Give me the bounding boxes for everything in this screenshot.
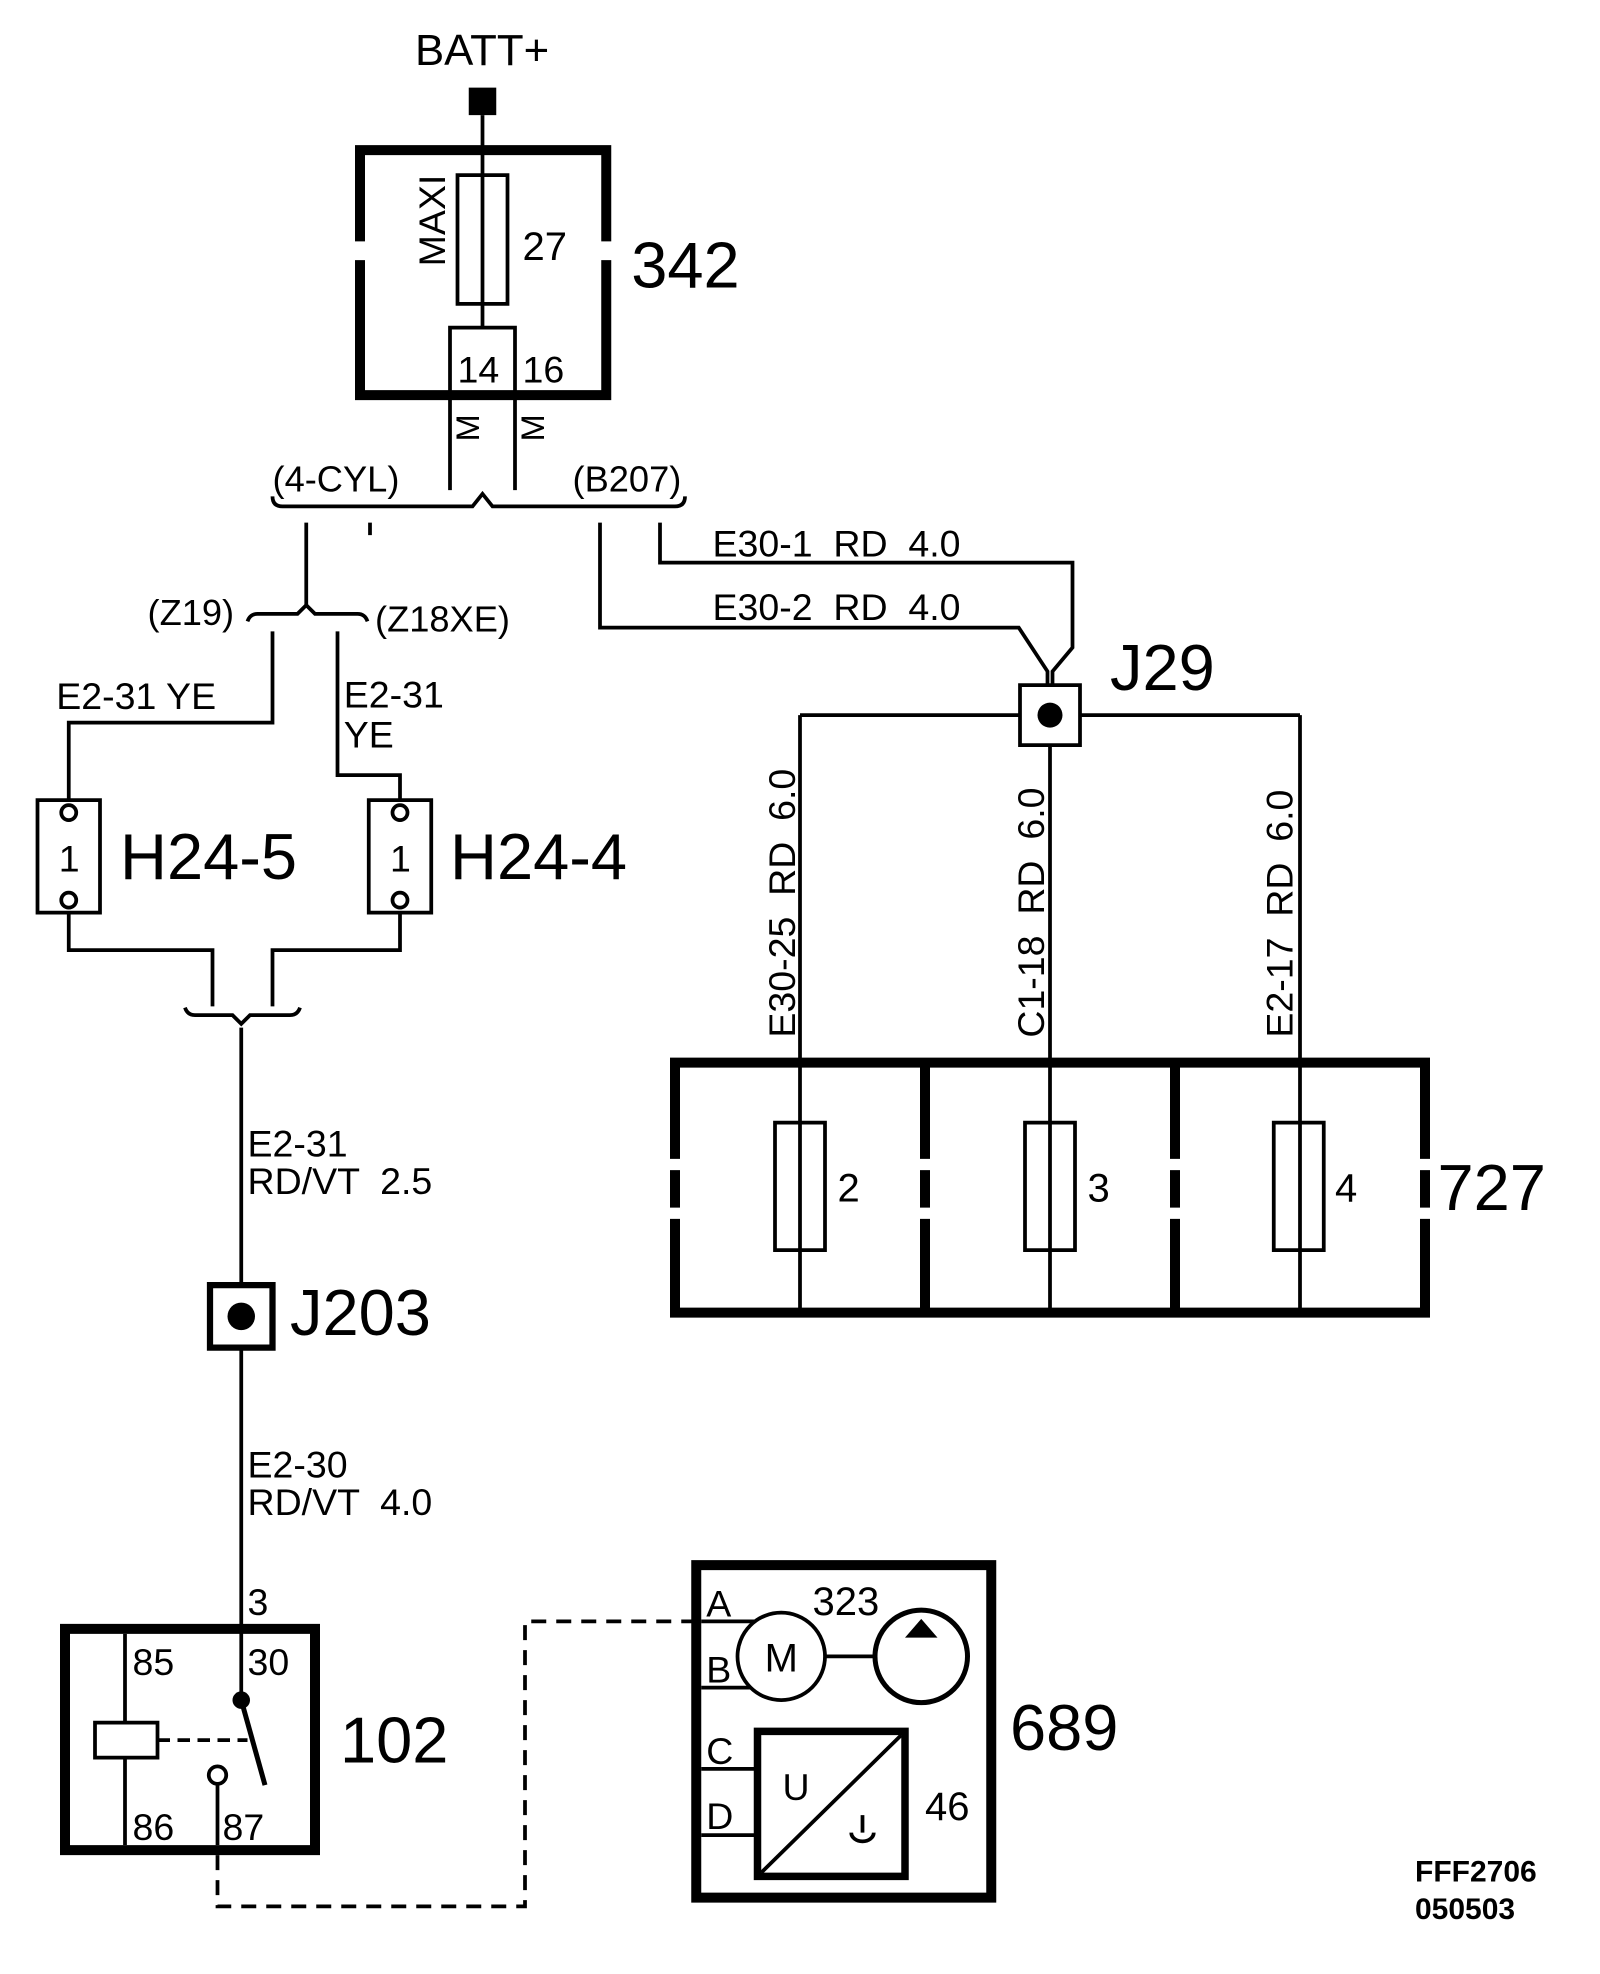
level-sensor-id: 46 bbox=[925, 1785, 970, 1829]
relay-contact-87 bbox=[206, 1764, 229, 1786]
variant-bracket-top-line bbox=[270, 490, 687, 509]
wire-e2-31-ye-right bbox=[335, 631, 402, 801]
relay-102: 85 30 86 87 102 bbox=[60, 1623, 448, 1856]
connector-h24-4-pin-label: 1 bbox=[390, 837, 411, 879]
main-feed: E2-31 RD/VT 2.5 J203 E2-30 RD/VT 4.0 3 bbox=[206, 1027, 433, 1701]
variant-4cyl-label: (4-CYL) bbox=[273, 458, 400, 499]
splice-j29: J29 E30-25 RD 6.0 C1-18 RD 6.0 E2-17 RD … bbox=[761, 631, 1302, 1063]
connector-h24-5-pin-top bbox=[59, 803, 79, 822]
motor-id: 323 bbox=[813, 1580, 880, 1624]
maxi-fuse-number: 27 bbox=[523, 225, 568, 269]
fuse-4-label: 4 bbox=[1335, 1166, 1357, 1210]
connectors-h24: E2-31 YE E2-31 YE 1 H24-5 1 H24-4 bbox=[35, 631, 627, 1027]
variant-bracket-top: (4-CYL) (B207) bbox=[270, 458, 687, 536]
variant-bracket-engine-line bbox=[245, 602, 370, 623]
fuse-3-label: 3 bbox=[1088, 1166, 1110, 1210]
variant-z18xe-label: (Z18XE) bbox=[375, 598, 510, 639]
splice-j29-label: J29 bbox=[1110, 631, 1215, 704]
fuse-box-342-connector bbox=[448, 325, 517, 491]
relay-102-id: 102 bbox=[340, 1704, 448, 1777]
relay-pin-87: 87 bbox=[223, 1806, 265, 1848]
wire-e30-1-label: E30-1 RD 4.0 bbox=[713, 522, 961, 564]
level-sensor-46 bbox=[753, 1727, 909, 1881]
splice-j29-dot bbox=[1037, 702, 1063, 728]
fuse-2 bbox=[773, 1120, 827, 1252]
connector-h24-4-pin-top bbox=[390, 803, 410, 822]
wire-e30-1 bbox=[658, 522, 1075, 686]
connector-h24-4-pin-bottom bbox=[390, 890, 410, 910]
fuse-block-727: 2 3 4 727 bbox=[670, 1057, 1546, 1318]
variant-b207-label: (B207) bbox=[573, 458, 682, 499]
level-float-icon bbox=[849, 1815, 876, 1844]
wire-e2-31-ye-right-label-2: YE bbox=[344, 714, 394, 756]
wire-e30-2-label: E30-2 RD 4.0 bbox=[713, 586, 961, 628]
fuse-3 bbox=[1023, 1120, 1077, 1252]
wire-e2-30-rdvt-label-2: RD/VT 4.0 bbox=[248, 1481, 433, 1523]
relay-input-pin-label: 3 bbox=[248, 1581, 269, 1623]
fuse-box-342-frame bbox=[355, 145, 612, 401]
wire-e2-31-ye-left-label: E2-31 YE bbox=[56, 675, 216, 717]
relay-pin-86: 86 bbox=[133, 1806, 175, 1848]
wire-e30-2 bbox=[598, 522, 1050, 686]
wire-e2-17-label: E2-17 RD 6.0 bbox=[1259, 790, 1301, 1038]
pin-14-label: 14 bbox=[458, 349, 500, 391]
wire-e2-31-rdvt-label-2: RD/VT 2.5 bbox=[248, 1160, 433, 1202]
level-sensor-diagonal bbox=[759, 1733, 903, 1874]
connector-h24-4-id: H24-4 bbox=[450, 820, 627, 893]
pump-unit-689-id: 689 bbox=[1010, 1691, 1118, 1764]
wire-e2-31-ye-right-label-1: E2-31 bbox=[344, 674, 444, 716]
connector-h24-5-pin-label: 1 bbox=[59, 837, 80, 879]
pump-triangle-icon bbox=[905, 1618, 938, 1638]
motor-symbol: M bbox=[765, 1636, 798, 1680]
wire-e30-25-label: E30-25 RD 6.0 bbox=[761, 769, 803, 1038]
variant-bracket-engine: (Z19) (Z18XE) bbox=[148, 522, 510, 639]
relay-102-frame bbox=[60, 1623, 320, 1856]
pump-pin-b: B bbox=[706, 1649, 731, 1691]
relay-coil bbox=[93, 1720, 160, 1760]
wire-e2-31-ye-left bbox=[66, 631, 275, 801]
pump-pin-c: C bbox=[706, 1730, 733, 1772]
wire-e2-30-rdvt-label-1: E2-30 bbox=[248, 1444, 348, 1486]
splice-j203-dot bbox=[227, 1302, 255, 1331]
maxi-fuse-27 bbox=[455, 173, 510, 306]
batt-terminal bbox=[468, 87, 497, 116]
level-sensor-symbol: U bbox=[783, 1766, 810, 1808]
relay-switch-blade bbox=[238, 1699, 268, 1786]
fuse-block-727-feeds bbox=[798, 1062, 1302, 1313]
variant-bracket-lower bbox=[183, 1006, 302, 1027]
wire-e2-31-rdvt-label-1: E2-31 bbox=[248, 1122, 348, 1164]
relay-pin-85: 85 bbox=[133, 1641, 175, 1683]
wire-code-m-pin16: M bbox=[515, 414, 551, 441]
relay-pin-30: 30 bbox=[248, 1641, 290, 1683]
pump-pin-a: A bbox=[706, 1582, 731, 1624]
connector-h24-5-id: H24-5 bbox=[120, 820, 297, 893]
wire-code-m-pin14: M bbox=[450, 414, 486, 441]
wire-relay-to-pump-dashed bbox=[215, 1619, 702, 1909]
pump-pin-d: D bbox=[706, 1795, 733, 1837]
fuse-2-label: 2 bbox=[838, 1166, 860, 1210]
wires-to-j29: E30-1 RD 4.0 E30-2 RD 4.0 bbox=[598, 522, 1075, 686]
wire-h24-5-out bbox=[66, 912, 215, 1007]
splice-j203-label: J203 bbox=[290, 1276, 431, 1349]
wire-h24-4-out bbox=[270, 912, 402, 1007]
fuse-block-727-id: 727 bbox=[1438, 1151, 1546, 1224]
fuse-box-342: MAXI 27 14 16 M M 342 bbox=[355, 145, 740, 491]
connector-h24-5-pin-bottom bbox=[59, 890, 79, 910]
fuse-4 bbox=[1271, 1120, 1326, 1252]
pin-16-label: 16 bbox=[523, 349, 565, 391]
fuse-box-342-id: 342 bbox=[631, 229, 739, 302]
wire-c1-18-label: C1-18 RD 6.0 bbox=[1010, 788, 1052, 1038]
drawing-code: FFF2706 bbox=[1415, 1855, 1537, 1888]
batt-label: BATT+ bbox=[415, 26, 549, 75]
variant-z19-label: (Z19) bbox=[148, 592, 235, 633]
maxi-fuse-type-label: MAXI bbox=[411, 175, 453, 267]
pump-icon bbox=[872, 1607, 970, 1706]
pump-unit-689: A B C D M 323 U 46 689 bbox=[691, 1560, 1118, 1903]
pump-unit-689-frame bbox=[691, 1560, 997, 1903]
pump-unit-pin-leads bbox=[701, 1619, 758, 1837]
drawing-date: 050503 bbox=[1415, 1893, 1515, 1926]
